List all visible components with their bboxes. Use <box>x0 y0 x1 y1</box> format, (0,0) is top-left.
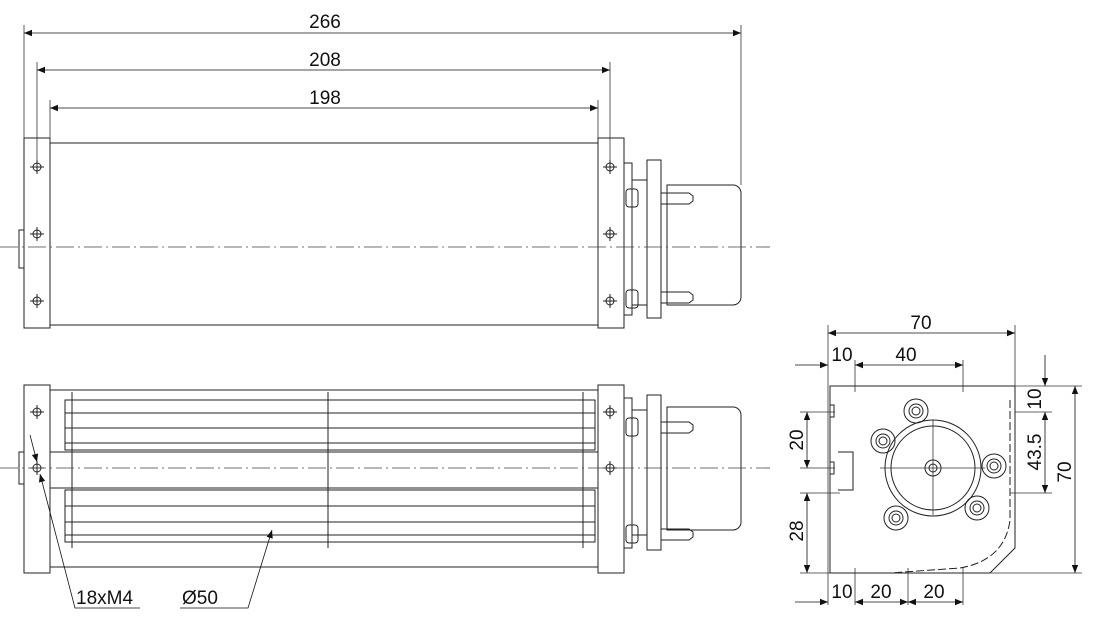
dim-left-offset: 28 <box>787 520 808 541</box>
mounting-hole-icon <box>602 159 618 175</box>
side-view: 70 10 40 10 43.5 70 20 28 10 20 20 <box>787 313 1082 606</box>
dim-right-offset: 10 <box>1025 388 1046 409</box>
hole-callout: 18xM4 <box>76 588 133 609</box>
fan-housing <box>49 142 599 326</box>
motor <box>623 159 742 319</box>
dim-right-spacing: 43.5 <box>1025 434 1046 471</box>
dim-side-height: 70 <box>1055 461 1076 482</box>
dim-left-spacing: 20 <box>787 429 808 450</box>
mounting-hole-icon <box>29 404 45 420</box>
mounting-hole-icon <box>602 404 618 420</box>
top-view: 266 208 198 <box>0 12 770 329</box>
mounting-hole-icon <box>29 226 45 242</box>
front-view: 18xM4 Ø50 <box>0 384 770 609</box>
dim-top-spacing: 40 <box>895 345 916 366</box>
dim-side-width: 70 <box>910 313 931 334</box>
dim-top-offset: 10 <box>831 345 852 366</box>
dim-mounting-length: 208 <box>309 50 341 71</box>
dim-bottom-offset: 10 <box>831 582 852 603</box>
bolt-lug-icon <box>981 453 1007 479</box>
mounting-hole-icon <box>602 226 618 242</box>
motor-flange <box>870 398 1007 531</box>
impeller-diameter-callout: Ø50 <box>182 588 218 609</box>
dim-housing-length: 198 <box>309 88 341 109</box>
dim-bottom-spacing-2: 20 <box>923 582 944 603</box>
side-housing <box>829 385 1016 574</box>
mounting-hole-icon <box>29 159 45 175</box>
dim-bottom-spacing-1: 20 <box>870 582 891 603</box>
bolt-lug-icon <box>903 398 929 424</box>
motor <box>623 394 742 551</box>
bolt-lug-icon <box>883 505 909 531</box>
shaft <box>49 451 599 489</box>
mounting-hole-icon <box>29 293 45 309</box>
dim-overall-length: 266 <box>309 12 341 33</box>
impeller <box>64 392 596 548</box>
right-bracket <box>597 384 625 574</box>
bolt-lug-icon <box>870 428 896 454</box>
mounting-hole-icon <box>602 293 618 309</box>
bolt-lug-icon <box>964 495 990 521</box>
